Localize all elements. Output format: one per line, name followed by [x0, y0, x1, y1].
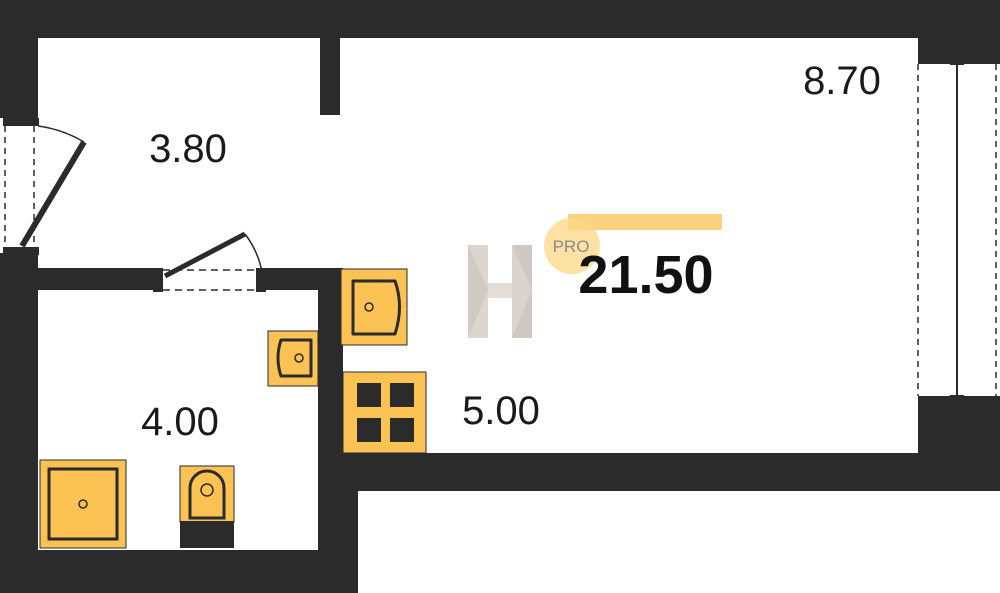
entry-door — [3, 118, 87, 255]
toilet-icon — [179, 465, 235, 548]
door-swing-icon — [163, 231, 247, 279]
pro-badge — [544, 218, 600, 274]
h-logo-icon — [468, 245, 532, 338]
shower-icon — [39, 459, 127, 549]
sink-icon — [267, 330, 319, 387]
bath-area-label: 4.00 — [141, 400, 219, 444]
kitchen-area-label: 5.00 — [462, 389, 540, 433]
hall-area-label: 3.80 — [149, 127, 227, 171]
stove-icon — [342, 371, 427, 454]
door-swing-icon — [19, 140, 87, 248]
sink-icon — [340, 268, 408, 346]
window-icon — [917, 56, 1000, 404]
room-area-label: 8.70 — [803, 59, 881, 103]
bathroom-door — [153, 231, 266, 292]
total-area: 21.50 — [578, 245, 713, 305]
accent-bar — [568, 214, 722, 230]
pro-badge-label: PRO — [553, 237, 590, 256]
